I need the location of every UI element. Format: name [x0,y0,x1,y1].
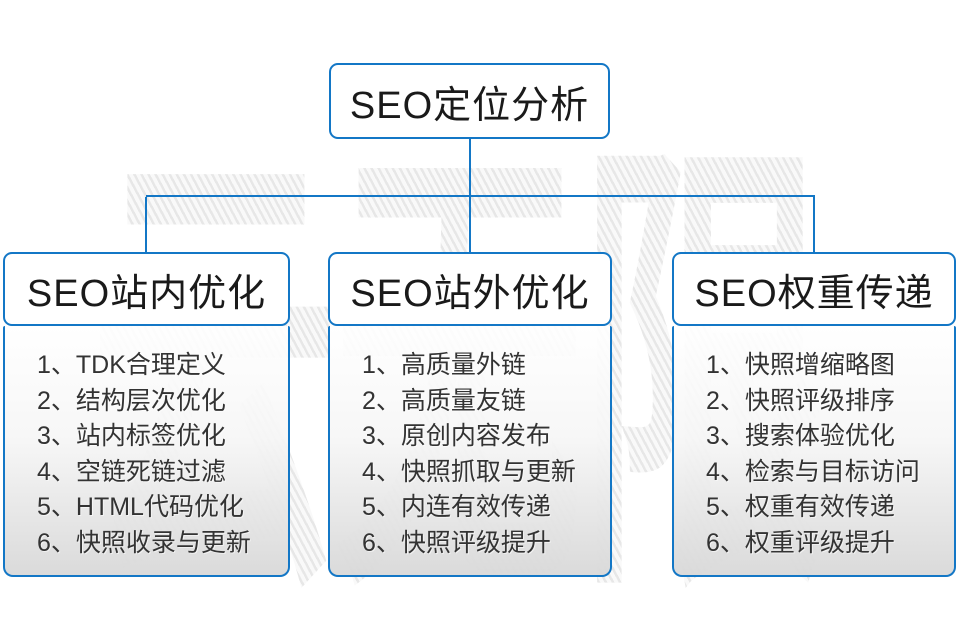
column-header: SEO站外优化 [328,252,612,326]
column-offsite-optimization: SEO站外优化 1、高质量外链 2、高质量友链 3、原创内容发布 4、快照抓取与… [328,252,612,577]
list-item: 2、结构层次优化 [37,386,226,415]
connector-drop-left [145,197,147,252]
list-item: 4、检索与目标访问 [706,457,920,486]
column-weight-transfer: SEO权重传递 1、快照增缩略图 2、快照评级排序 3、搜索体验优化 4、检索与… [672,252,956,577]
list-item: 1、高质量外链 [362,351,526,379]
list-item: 2、高质量友链 [362,386,526,415]
column-item-list: 1、TDK合理定义 2、结构层次优化 3、站内标签优化 4、空链死链过滤 5、H… [3,326,290,577]
list-item: 4、空链死链过滤 [37,457,226,486]
connector-drop-middle [469,197,471,252]
column-header: SEO权重传递 [672,252,956,326]
list-item: 2、快照评级排序 [706,386,895,415]
column-title: SEO站内优化 [26,272,267,315]
list-item: 6、快照评级提升 [362,528,551,557]
list-item: 3、原创内容发布 [362,422,551,450]
connector-root-vertical [469,139,471,197]
column-title: SEO站外优化 [350,272,590,315]
list-item: 6、快照收录与更新 [37,528,251,557]
connector-branch-horizontal [146,195,815,197]
list-item: 3、搜索体验优化 [706,422,895,450]
column-item-list: 1、高质量外链 2、高质量友链 3、原创内容发布 4、快照抓取与更新 5、内连有… [328,326,612,577]
column-item-list: 1、快照增缩略图 2、快照评级排序 3、搜索体验优化 4、检索与目标访问 5、权… [672,326,956,577]
column-onsite-optimization: SEO站内优化 1、TDK合理定义 2、结构层次优化 3、站内标签优化 4、空链… [3,252,290,577]
list-item: 3、站内标签优化 [37,422,226,450]
list-item: 5、权重有效传递 [706,493,895,521]
list-item: 5、内连有效传递 [362,493,551,521]
connector-drop-right [813,197,815,252]
list-item: 1、快照增缩略图 [706,351,895,379]
list-item: 4、快照抓取与更新 [362,457,576,486]
list-item: 1、TDK合理定义 [37,351,226,379]
column-title: SEO权重传递 [694,272,934,315]
root-node: SEO定位分析 [329,63,610,139]
list-item: 6、权重评级提升 [706,528,895,557]
column-header: SEO站内优化 [3,252,290,326]
list-item: 5、HTML代码优化 [37,493,244,521]
root-node-title: SEO定位分析 [349,84,590,127]
